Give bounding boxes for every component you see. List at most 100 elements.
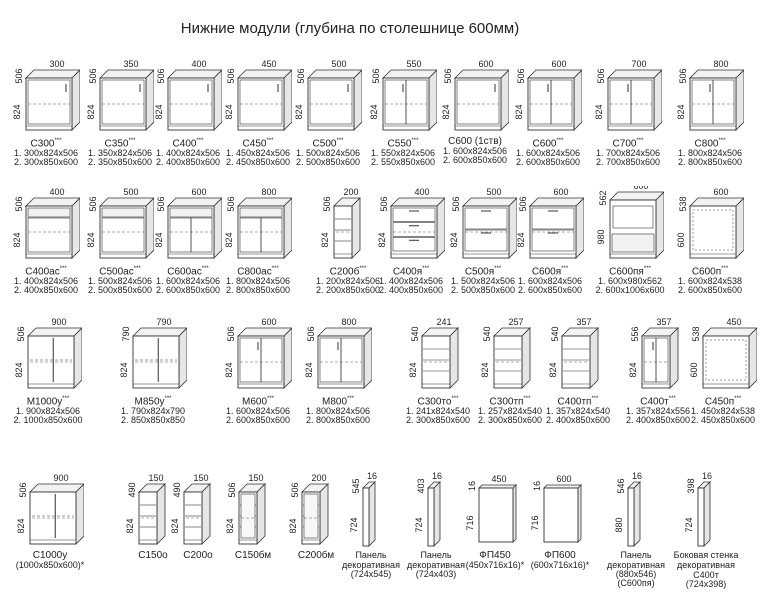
width-dimension: 500 xyxy=(123,187,138,197)
module-name: С600 (1ств) xyxy=(437,136,513,147)
module-size: 2. 450х850х600 xyxy=(690,415,756,426)
module-size: 1. 400х824х506 xyxy=(378,276,444,287)
depth-dimension: 490 xyxy=(127,482,137,497)
side-face xyxy=(655,191,664,259)
module-name: Панель декоративная xyxy=(598,550,674,570)
side-face xyxy=(433,481,441,547)
module-caption: Панель декоративная(724х545) xyxy=(333,550,409,579)
module-name: С700*** xyxy=(590,136,666,149)
cabinet-drawing xyxy=(167,69,222,131)
module-caption: Боковая стенка декоративная С400т(724х39… xyxy=(668,550,744,589)
side-face xyxy=(75,483,84,545)
module-size: 2. 800х850х600 xyxy=(677,157,743,168)
top-face xyxy=(132,327,187,337)
oven-niche xyxy=(612,205,654,229)
width-dimension: 800 xyxy=(713,59,728,69)
height-dimension: 824 xyxy=(86,104,96,119)
module-name-text: С1000у xyxy=(32,550,68,561)
drawer xyxy=(27,207,71,218)
module-caption: Панель декоративная(880х546)(С600пя) xyxy=(598,550,674,588)
width-dimension: 200 xyxy=(311,473,326,483)
module-size: 1. 600х824х506 xyxy=(155,276,221,287)
side-face xyxy=(256,483,266,545)
height-dimension: 724 xyxy=(349,517,359,532)
depth-dimension: 506 xyxy=(88,68,98,83)
module-name-text: С450 xyxy=(242,138,267,150)
module-size: 1. 790х824х790 xyxy=(120,406,186,417)
cabinet-drawing xyxy=(529,197,584,259)
depth-dimension: 398 xyxy=(686,478,696,493)
depth-dimension: 506 xyxy=(678,68,688,83)
module-name: М1000у*** xyxy=(10,394,86,407)
module-size: (450х716х16)* xyxy=(465,560,525,570)
top-face xyxy=(454,69,509,79)
cabinet-drawing xyxy=(25,69,80,131)
side-face xyxy=(436,197,445,259)
side-face xyxy=(748,327,757,389)
side-face xyxy=(73,327,82,389)
drawer xyxy=(392,237,436,252)
module-star: *** xyxy=(347,396,355,402)
width-dimension: 400 xyxy=(414,187,429,197)
width-dimension: 241 xyxy=(436,317,451,327)
cabinet-drawing xyxy=(390,197,445,259)
module-name-text: С800 xyxy=(694,138,719,150)
module-name-text: С600п xyxy=(691,266,722,278)
module-size: (724х545) xyxy=(350,569,392,579)
front-face xyxy=(697,487,705,547)
module-name-text: С400я xyxy=(392,266,423,278)
module-name-text: Панель декоративная xyxy=(607,550,665,570)
cabinet-drawing xyxy=(609,191,664,259)
cabinet-drawing xyxy=(317,327,372,389)
door-right xyxy=(630,79,653,125)
width-dimension: 800 xyxy=(261,187,276,197)
height-dimension: 824 xyxy=(12,104,22,119)
height-dimension: 824 xyxy=(516,232,526,247)
door xyxy=(239,79,283,125)
module-size: 1. 400х824х506 xyxy=(13,276,79,287)
depth-dimension: 506 xyxy=(156,196,166,211)
module-name: Панель декоративная xyxy=(333,550,409,570)
open-niche xyxy=(692,209,734,251)
module-size: 2. 800х850х600 xyxy=(305,415,371,426)
drawer xyxy=(531,229,575,252)
module-size: 2. 200х850х600 xyxy=(315,285,381,296)
module-size: 2. 600х850х600 xyxy=(515,157,581,168)
module-name: С300*** xyxy=(8,136,84,149)
front-face xyxy=(427,487,435,547)
module-size: 1. 450х824х538 xyxy=(690,406,756,417)
module-size: 1. 600х824х506 xyxy=(517,276,583,287)
module-size: 1. 200х824х506 xyxy=(315,276,381,287)
module-caption: С150о xyxy=(115,550,191,561)
module-size: 1. 500х824х506 xyxy=(450,276,516,287)
top-face xyxy=(390,197,445,207)
cabinet-drawing xyxy=(493,327,531,389)
module-size: (880х546) xyxy=(615,569,657,579)
module-name: С150бм xyxy=(215,550,291,561)
